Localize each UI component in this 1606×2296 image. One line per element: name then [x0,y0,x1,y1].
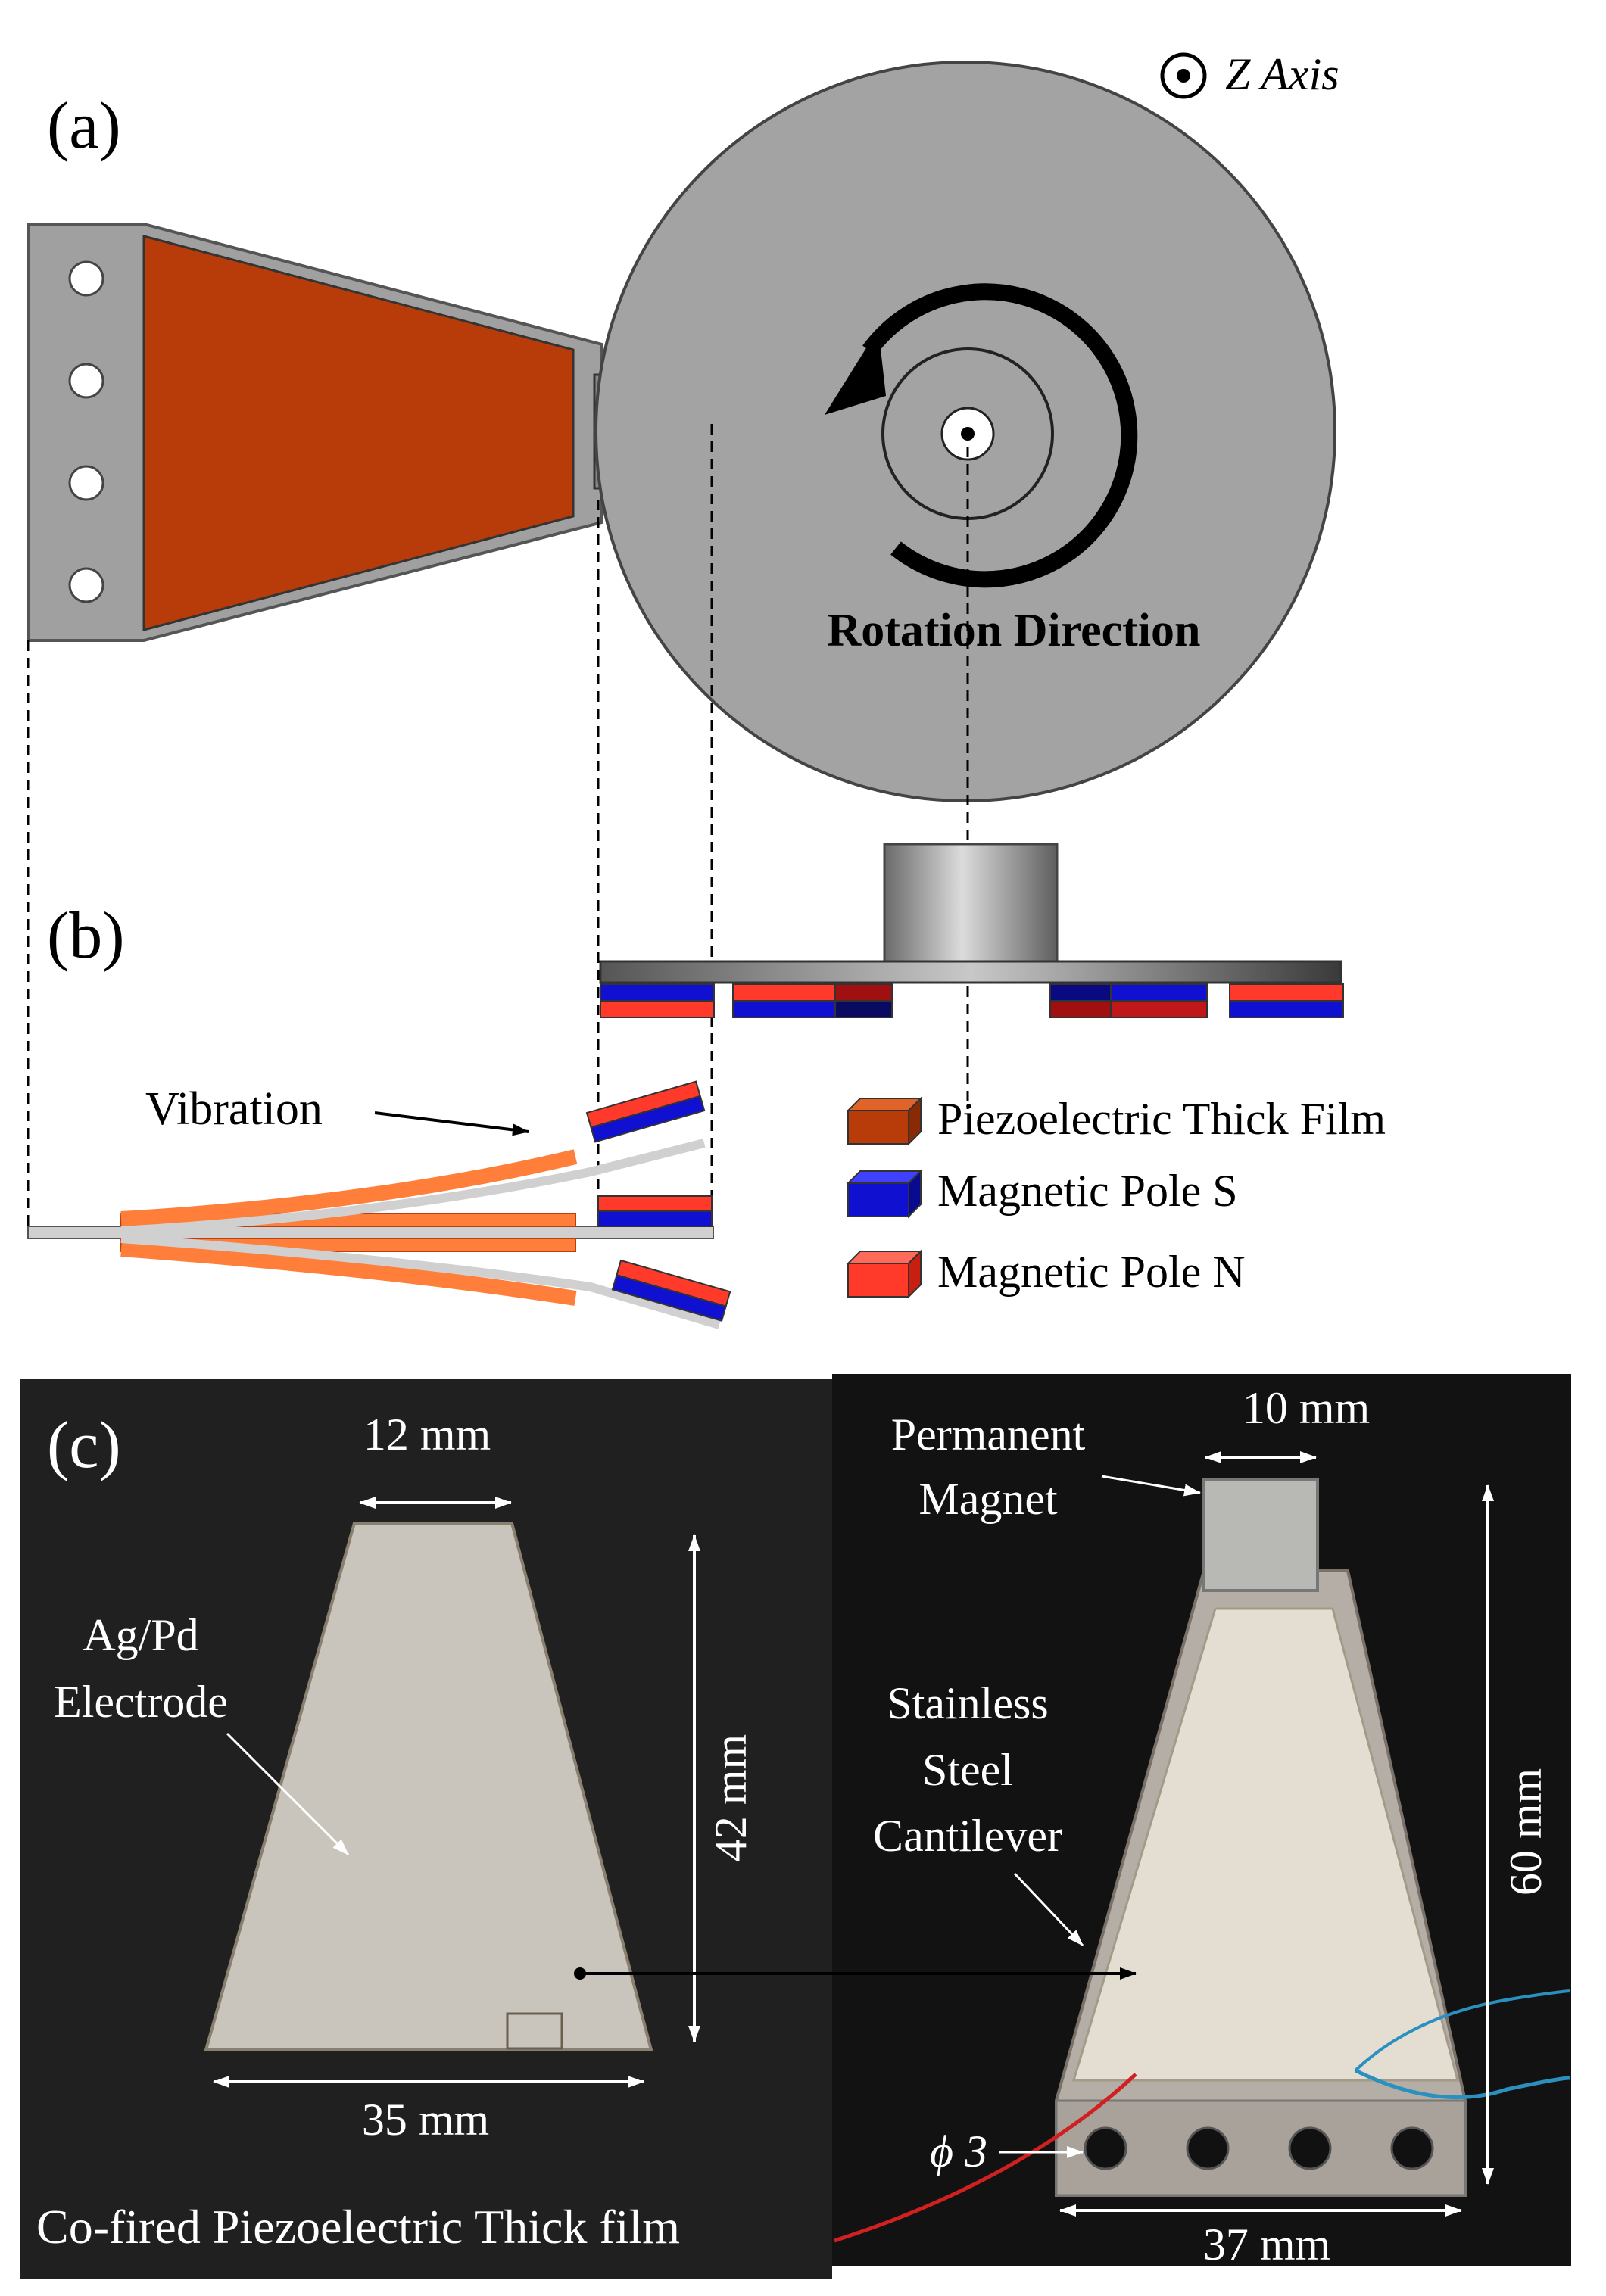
vibration-label: Vibration [145,1083,323,1135]
mount-hole [68,363,104,399]
dim-bottom-left: 35 mm [362,2095,489,2145]
base-hole [1084,2126,1127,2170]
piezo-film-top-view [142,235,575,631]
legend-label-pole-n: Magnetic Pole N [937,1247,1246,1297]
magnet-photo [1202,1478,1319,1592]
rotating-disk [594,61,1336,802]
cantilever-label-2: Steel [922,1745,1013,1795]
disk-side-view [599,960,1342,984]
disk-hub [883,843,1059,964]
magnet-arrow [1101,1475,1201,1497]
cantilever-label-1: Stainless [887,1678,1048,1728]
hole-label: ϕ 3 [930,2126,987,2176]
panel-a-label: (a) [47,89,121,163]
mount-hole [68,465,104,501]
base-hole [1288,2126,1332,2170]
magnet-label-2: Magnet [918,1474,1058,1524]
cantilever-side-view [27,1080,731,1329]
electrode-label-1: Ag/Pd [83,1610,198,1660]
dim-height-left: 42 mm [706,1734,756,1861]
rotation-arrow-icon [862,283,1138,588]
dim-height-right: 60 mm [1501,1768,1551,1896]
red-wire [834,2073,1137,2243]
disk-magnets [600,983,1344,1018]
legend-label-pole-s: Magnetic Pole S [937,1166,1238,1216]
magnet-label-1: Permanent [891,1410,1086,1460]
piezo-film-photo [204,1522,653,2051]
electrode-arrow [226,1732,350,1856]
cantilever-top-view [27,223,610,642]
vibration-arrow [374,1111,529,1136]
z-axis-label: Z Axis [1225,49,1339,99]
base-hole [1186,2126,1230,2170]
cantilever-label-3: Cantilever [873,1811,1062,1861]
panel-b: (b) [27,843,1386,1329]
base-hole [1390,2126,1434,2170]
dim-bottom-right: 37 mm [1203,2220,1330,2270]
panel-c: (c) 12 mm 42 mm 35 mm Ag/Pd Electrode Co… [20,1374,1571,2279]
bonded-film-photo [1071,1607,1459,2082]
rotation-label: Rotation Direction [827,605,1200,656]
panel-c-label: (c) [47,1409,121,1482]
mount-hole [68,567,104,603]
mount-hole [68,260,104,297]
legend-swatch-piezo [846,1096,923,1146]
legend-swatch-pole-s [846,1169,923,1219]
legend: Piezoelectric Thick Film Magnetic Pole S… [846,1094,1386,1299]
legend-swatch-pole-n [846,1249,923,1299]
electrode-label-2: Electrode [54,1677,228,1727]
dim-top-left: 12 mm [363,1410,491,1460]
panel-a: (a) Z Axis Rotation Direction [27,49,1339,1238]
legend-label-piezo: Piezoelectric Thick Film [937,1094,1386,1144]
cantilever-arrow [1013,1872,1084,1947]
dim-magnet: 10 mm [1243,1383,1370,1433]
panel-b-label: (b) [47,899,125,973]
z-axis-symbol-icon [1160,52,1207,99]
caption: Co-fired Piezoelectric Thick film [36,2200,680,2254]
film-tab [506,2012,563,2050]
